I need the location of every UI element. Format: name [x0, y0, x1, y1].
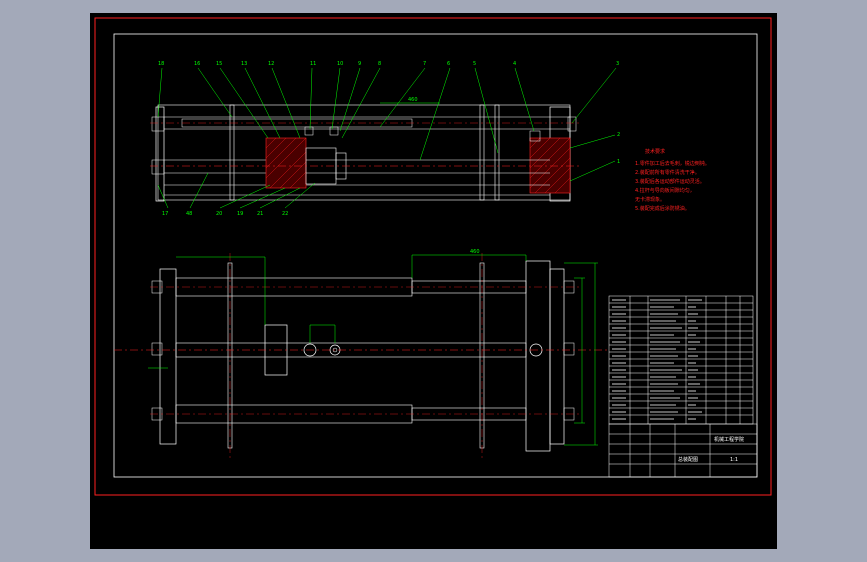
svg-text:20: 20 [216, 211, 222, 217]
dimension-plan: 460 [470, 249, 480, 255]
dimension-top: 460 [408, 97, 418, 103]
parts-list [608, 295, 754, 425]
svg-text:13: 13 [241, 61, 247, 67]
assembly-drawing: 460 18 16 [94, 17, 772, 496]
svg-text:2.装配前所有零件清洗干净。: 2.装配前所有零件清洗干净。 [635, 169, 700, 176]
svg-text:1.零件加工后去毛刺，锐边倒钝。: 1.零件加工后去毛刺，锐边倒钝。 [635, 160, 710, 167]
svg-text:48: 48 [186, 211, 192, 217]
svg-text:8: 8 [378, 61, 381, 67]
svg-text:17: 17 [162, 211, 168, 217]
balloons-top: 18 16 15 13 12 11 10 9 8 7 6 5 4 3 [158, 61, 619, 67]
sheet-border [94, 17, 772, 496]
svg-text:15: 15 [216, 61, 222, 67]
cad-canvas[interactable]: 460 18 16 [90, 13, 777, 549]
svg-text:1: 1 [617, 159, 620, 165]
svg-text:21: 21 [257, 211, 263, 217]
section-view: 460 18 16 [150, 61, 620, 217]
parts-list-rows [612, 299, 702, 420]
title-block-scale: 1:1 [730, 457, 738, 463]
title-block-school: 机械工程学院 [714, 436, 744, 443]
svg-text:7: 7 [423, 61, 426, 67]
svg-text:3: 3 [616, 61, 619, 67]
svg-text:5.装配完成后涂防锈油。: 5.装配完成后涂防锈油。 [635, 205, 690, 212]
svg-text:19: 19 [237, 211, 243, 217]
drawing-frame [113, 33, 758, 478]
svg-text:5: 5 [473, 61, 476, 67]
svg-text:无卡滞现象。: 无卡滞现象。 [635, 196, 665, 203]
technical-notes: 技术要求 1.零件加工后去毛刺，锐边倒钝。 2.装配前所有零件清洗干净。 3.装… [635, 148, 710, 212]
svg-text:11: 11 [310, 61, 316, 67]
svg-text:16: 16 [194, 61, 200, 67]
svg-text:3.装配后各运动部件运动灵活。: 3.装配后各运动部件运动灵活。 [635, 178, 705, 185]
balloons-bottom: 17 48 20 19 21 22 [162, 211, 288, 217]
svg-text:4.拉杆与导向板间隙均匀，: 4.拉杆与导向板间隙均匀， [635, 187, 695, 194]
svg-text:9: 9 [358, 61, 361, 67]
balloons-right: 2 1 [617, 132, 620, 165]
title-block [608, 423, 758, 478]
notes-heading: 技术要求 [645, 148, 665, 155]
svg-text:6: 6 [447, 61, 450, 67]
svg-text:18: 18 [158, 61, 164, 67]
svg-text:2: 2 [617, 132, 620, 138]
title-block-drawing-title: 总装配图 [678, 456, 698, 463]
plan-view: 460 [114, 249, 610, 458]
svg-text:4: 4 [513, 61, 516, 67]
svg-text:10: 10 [337, 61, 343, 67]
svg-text:12: 12 [268, 61, 274, 67]
svg-text:22: 22 [282, 211, 288, 217]
